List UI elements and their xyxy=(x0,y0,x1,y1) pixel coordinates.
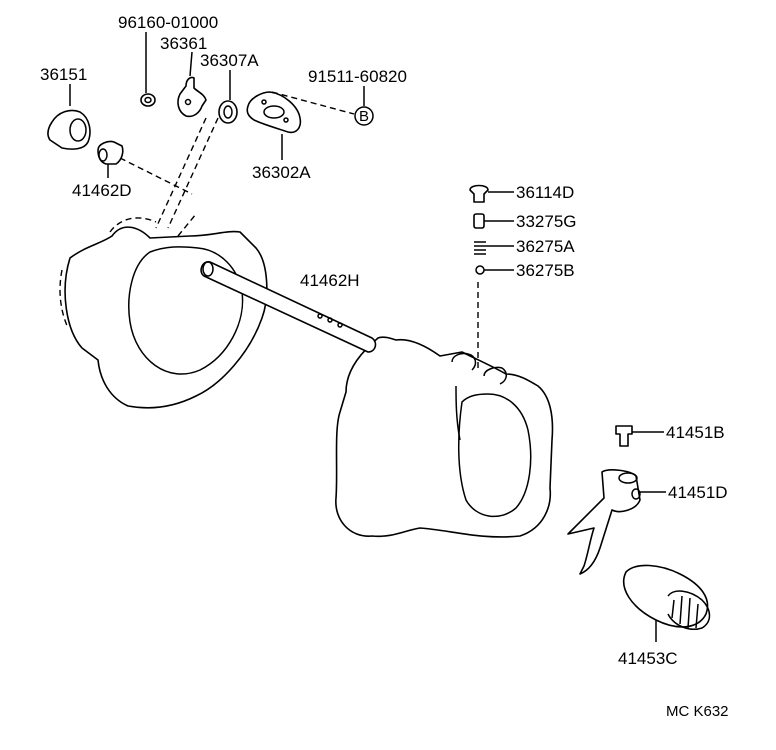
part-36307a-bushing xyxy=(218,70,238,124)
callout-letter: B xyxy=(359,108,369,125)
case-housing-right xyxy=(335,336,554,538)
label-41453c: 41453C xyxy=(618,649,678,668)
label-36302a: 36302A xyxy=(252,163,311,182)
part-labels: 96160-01000 36361 36307A 36151 91511-608… xyxy=(40,13,729,720)
part-33275g-ball xyxy=(473,213,514,229)
assembly-dashed-leaders xyxy=(119,91,479,370)
part-36275a-spring xyxy=(474,241,514,255)
label-96160-01000: 96160-01000 xyxy=(118,13,218,32)
part-36302a-bracket xyxy=(246,91,302,160)
label-36307a: 36307A xyxy=(200,51,259,70)
part-36114d-plug xyxy=(469,184,514,203)
label-36361: 36361 xyxy=(160,34,207,53)
part-41451d-shift-fork xyxy=(567,469,666,575)
label-33275g: 33275G xyxy=(516,212,577,231)
label-41462h: 41462H xyxy=(300,271,360,290)
part-36361-lever xyxy=(177,51,207,118)
part-36151-boot xyxy=(47,84,91,150)
label-36275a: 36275A xyxy=(516,237,575,256)
part-41453c-sleeve xyxy=(622,564,711,642)
reference-code: MC K632 xyxy=(666,703,729,720)
part-91511-callout: B xyxy=(354,86,374,126)
label-41451b: 41451B xyxy=(666,423,725,442)
part-41451b-bolt xyxy=(615,425,664,447)
label-91511-60820: 91511-60820 xyxy=(308,67,407,86)
part-96160-clip xyxy=(140,32,156,107)
label-36275b: 36275B xyxy=(516,261,575,280)
label-36151: 36151 xyxy=(40,65,87,84)
label-36114d: 36114D xyxy=(516,183,574,202)
part-36275b-pin xyxy=(475,265,514,275)
part-41462d-bushing xyxy=(97,140,124,178)
label-41462d: 41462D xyxy=(72,181,132,200)
shift-shaft xyxy=(200,261,377,353)
case-housing-left xyxy=(59,213,268,409)
label-41451d: 41451D xyxy=(668,483,728,502)
